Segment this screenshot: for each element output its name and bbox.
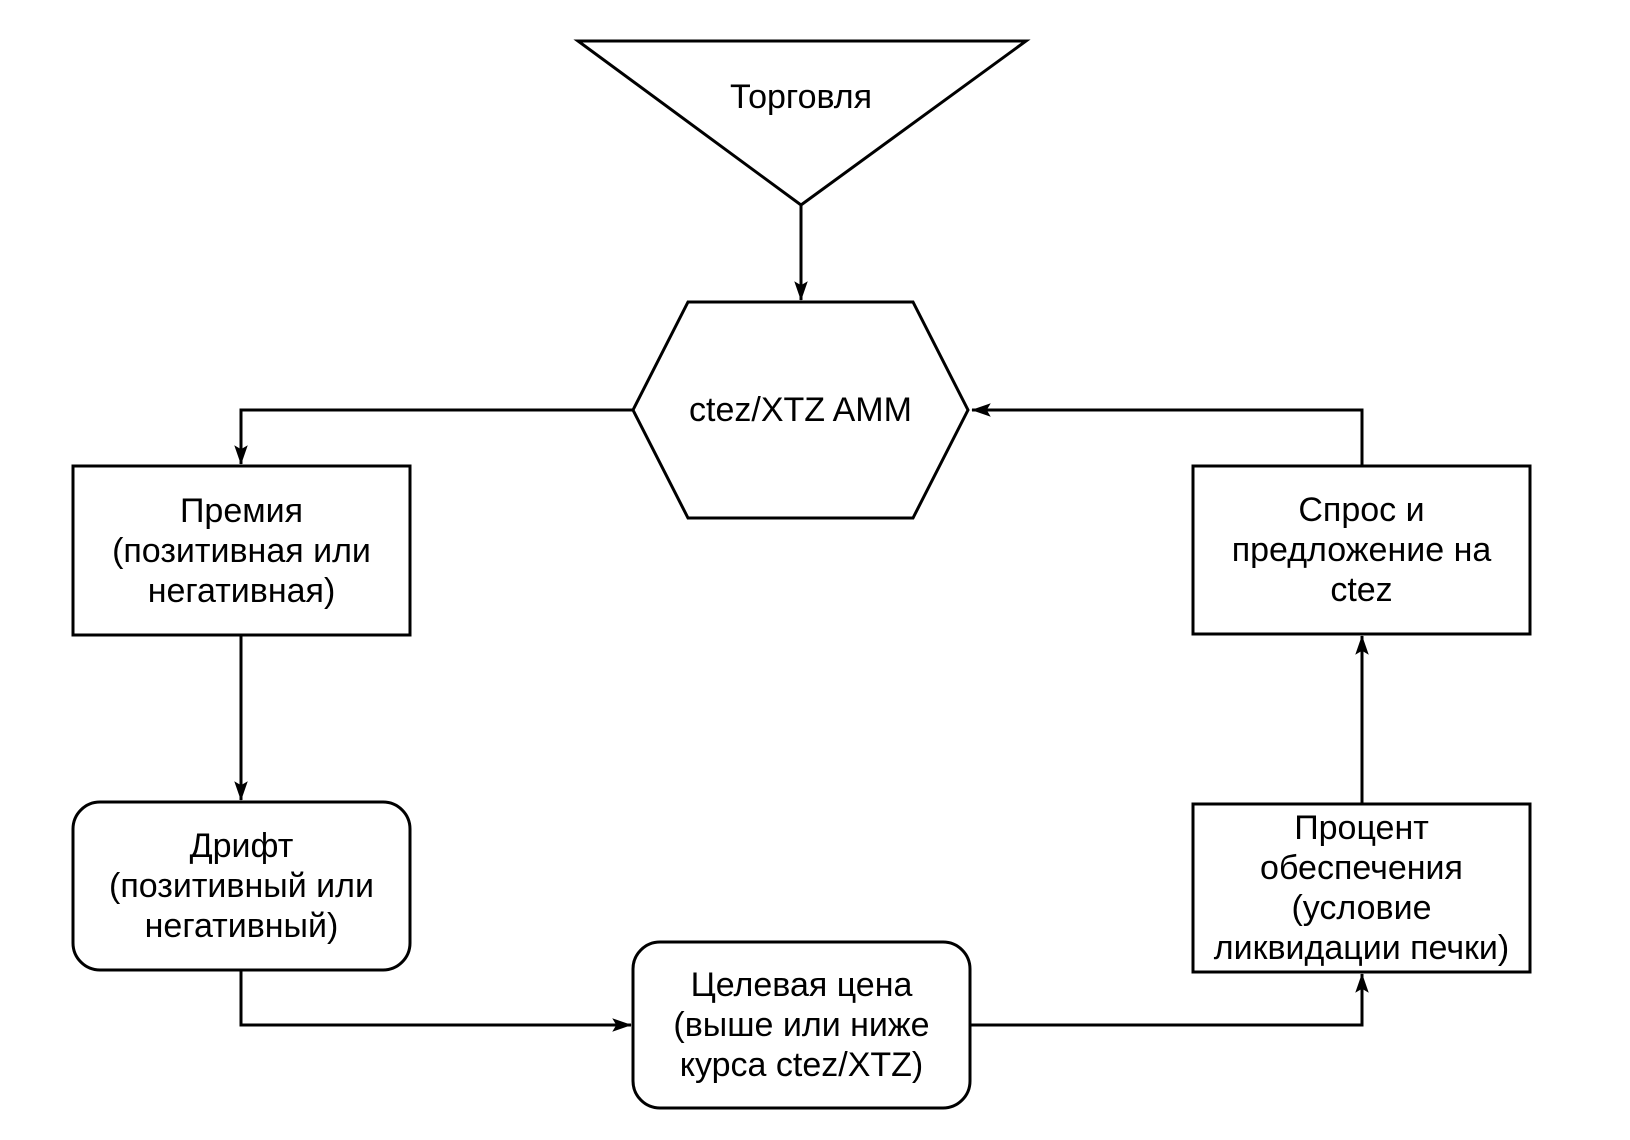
demand-box-shape	[1191, 464, 1532, 636]
target-box-shape	[631, 940, 972, 1110]
collateral-box-shape	[1191, 802, 1532, 974]
trade-triangle-shape	[573, 39, 1031, 207]
edge-target-to-collateral	[970, 973, 1369, 1027]
premium-box-shape	[71, 464, 412, 637]
amm-hexagon-shape	[631, 300, 970, 520]
drift-box-shape	[71, 800, 412, 972]
edge-drift-to-target	[239, 970, 632, 1032]
edge-demand-to-amm	[971, 403, 1364, 466]
edge-amm-to-premium	[234, 408, 633, 465]
